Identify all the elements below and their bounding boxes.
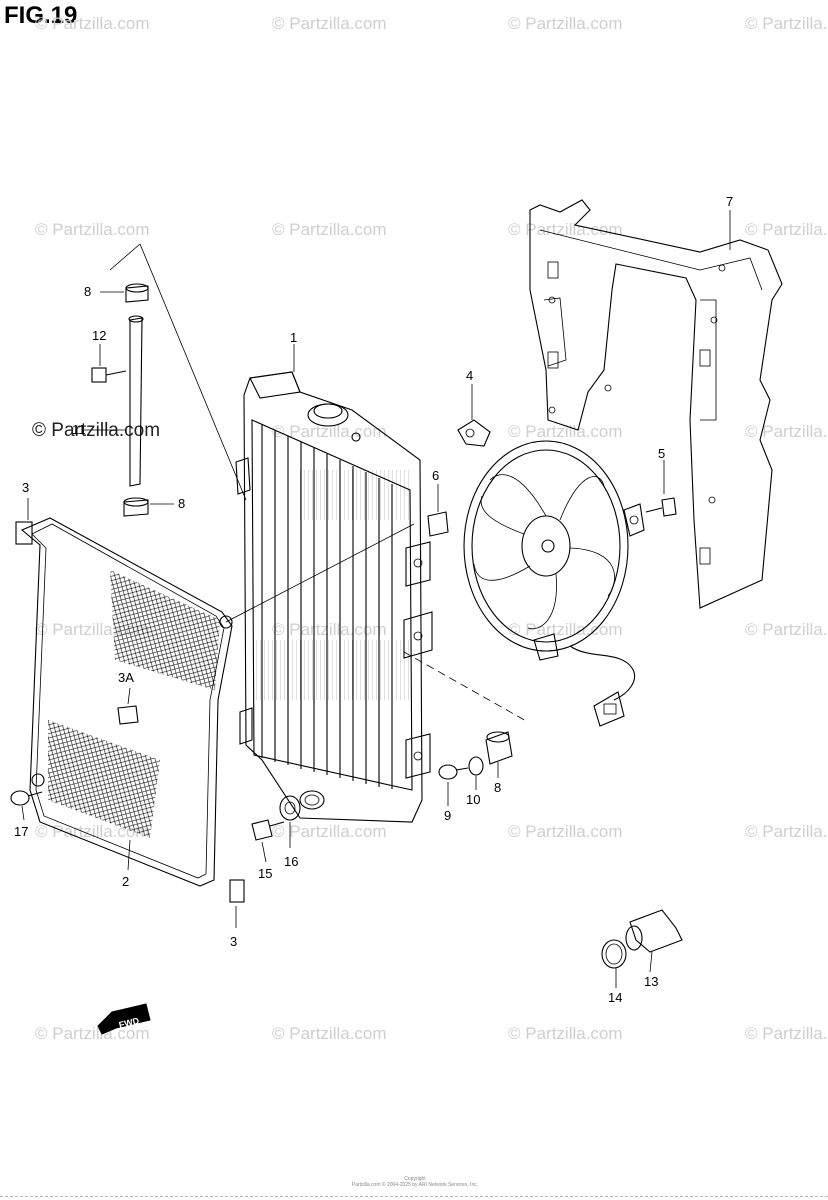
clip-3a xyxy=(117,705,139,725)
clip xyxy=(427,511,449,537)
cooling-fan xyxy=(457,419,645,727)
callout-8: 8 xyxy=(494,780,501,795)
clip xyxy=(229,879,245,903)
watermark: © Partzilla.com xyxy=(35,220,150,239)
copyright-line: Copyright xyxy=(404,1176,426,1182)
watermark: © Partzilla.com xyxy=(745,14,828,33)
callout-14: 14 xyxy=(608,990,622,1005)
watermark: © Partzilla.com xyxy=(508,14,623,33)
watermark: © Partzilla.com xyxy=(745,1024,828,1043)
mounting-pin xyxy=(128,315,144,487)
collar xyxy=(468,756,484,776)
o-ring xyxy=(601,939,627,969)
callout-10: 10 xyxy=(466,792,480,807)
forward-arrow-icon: FWD xyxy=(97,1003,151,1035)
bolt xyxy=(91,367,127,383)
fan-bracket xyxy=(529,199,783,609)
callout-7: 7 xyxy=(726,194,733,209)
watermark: © Partzilla.com xyxy=(745,422,828,441)
callout-2: 2 xyxy=(122,874,129,889)
callout-8: 8 xyxy=(84,284,91,299)
bottom-divider xyxy=(0,1196,828,1197)
copyright-footer: Copyright Partzilla.com © 2004-2025 by A… xyxy=(330,1176,500,1188)
watermark: © Partzilla.com xyxy=(745,620,828,639)
watermark: © Partzilla.com xyxy=(272,14,387,33)
watermark: © Partzilla.com xyxy=(35,1024,150,1043)
watermark: © Partzilla.com xyxy=(508,1024,623,1043)
bolt xyxy=(251,819,285,841)
callout-17: 17 xyxy=(14,824,28,839)
callout-1: 1 xyxy=(290,330,297,345)
watermark: © Partzilla.com xyxy=(272,422,387,441)
watermark: © Partzilla.com xyxy=(508,220,623,239)
callout-3a: 3A xyxy=(118,670,134,685)
callout-12: 12 xyxy=(92,328,106,343)
callout-11: 11 xyxy=(72,422,86,437)
callout-15: 15 xyxy=(258,866,272,881)
copyright-line: Partzilla.com © 2004-2025 by ARI Network… xyxy=(351,1182,479,1188)
watermark: © Partzilla.com xyxy=(745,822,828,841)
grommet xyxy=(123,497,149,517)
grommet xyxy=(485,731,513,765)
watermark: © Partzilla.com xyxy=(745,220,828,239)
clip xyxy=(15,521,33,545)
radiator xyxy=(235,371,433,823)
callout-3: 3 xyxy=(230,934,237,949)
callout-4: 4 xyxy=(466,368,473,383)
watermark: © Partzilla.com xyxy=(508,620,623,639)
bolt xyxy=(645,497,677,517)
watermark: © Partzilla.com xyxy=(508,822,623,841)
callout-3: 3 xyxy=(22,480,29,495)
callout-16: 16 xyxy=(284,854,298,869)
washer xyxy=(279,795,301,821)
callout-5: 5 xyxy=(658,446,665,461)
leader-lines xyxy=(21,210,731,988)
callout-9: 9 xyxy=(444,808,451,823)
figure-title: FIG.19 xyxy=(4,2,78,29)
radiator-screen xyxy=(20,517,233,887)
thermo-switch xyxy=(625,909,683,953)
watermark: © Partzilla.com xyxy=(272,1024,387,1043)
watermark: © Partzilla.com xyxy=(272,822,387,841)
watermark: © Partzilla.com xyxy=(508,422,623,441)
fwd-label: FWD xyxy=(118,1015,141,1030)
watermark: © Partzilla.com xyxy=(272,220,387,239)
bolt xyxy=(10,790,43,806)
callout-8: 8 xyxy=(178,496,185,511)
callout-13: 13 xyxy=(644,974,658,989)
bolt xyxy=(438,764,469,780)
callout-6: 6 xyxy=(432,468,439,483)
watermark-strong: © Partzilla.com xyxy=(32,420,161,441)
watermark: © Partzilla.com xyxy=(35,14,150,33)
grommet xyxy=(125,283,149,303)
